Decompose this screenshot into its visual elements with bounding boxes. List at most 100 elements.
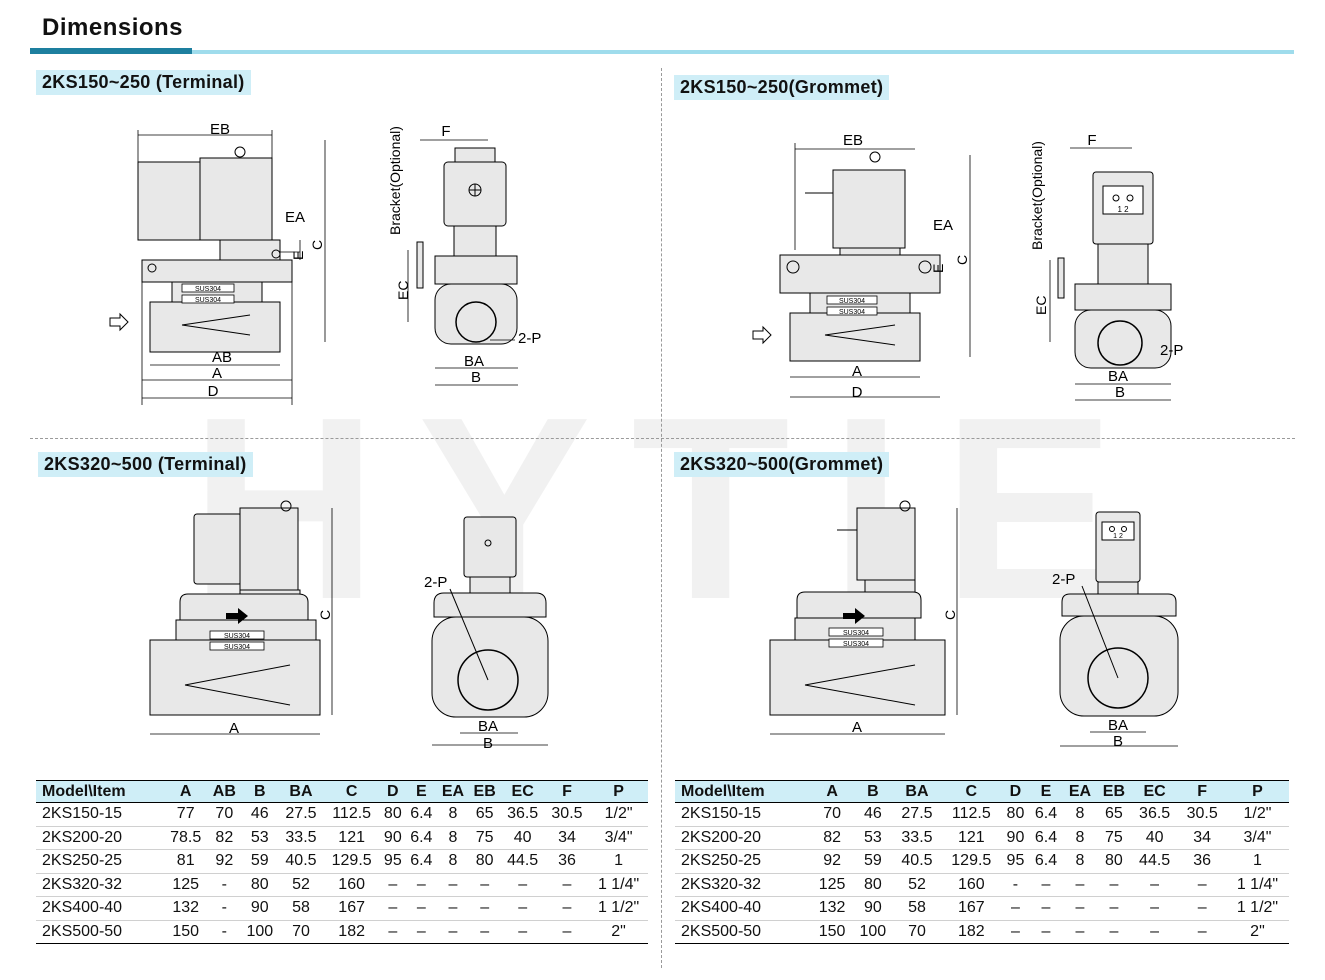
value-cell: 36.5 — [500, 802, 545, 827]
model-cell: 2KS400-40 — [36, 896, 164, 921]
value-cell: 58 — [893, 896, 941, 921]
value-cell: 8 — [437, 802, 469, 827]
port-label-2p: 2-P — [424, 574, 447, 591]
model-cell: 2KS320-32 — [675, 873, 812, 897]
value-cell: 82 — [207, 826, 241, 850]
dim-label-b: B — [483, 735, 493, 752]
dim-label-ba: BA — [464, 353, 484, 370]
model-cell: 2KS250-25 — [675, 849, 812, 874]
value-cell: – — [1001, 920, 1030, 944]
value-cell: 95 — [380, 849, 406, 874]
value-cell: 160 — [940, 873, 1002, 897]
dim-label-ba: BA — [478, 718, 498, 735]
value-cell: - — [207, 920, 241, 944]
section-label-terminal-small: 2KS150~250 (Terminal) — [36, 70, 251, 95]
value-cell: 1/2" — [589, 802, 648, 827]
column-header: D — [380, 780, 406, 803]
model-cell: 2KS150-15 — [675, 802, 812, 827]
column-header: AB — [207, 780, 241, 803]
column-header: B — [852, 780, 894, 803]
value-cell: 8 — [1062, 826, 1097, 850]
value-cell: 8 — [437, 849, 469, 874]
value-cell: 75 — [468, 826, 501, 850]
value-cell: 70 — [893, 920, 941, 944]
column-header: P — [1225, 780, 1289, 803]
sus-label: SUS304 — [843, 641, 869, 648]
column-header: P — [589, 780, 648, 803]
title-underline — [192, 50, 1294, 54]
dim-label-e: E — [930, 264, 946, 273]
value-cell: 33.5 — [893, 826, 941, 850]
value-cell: - — [207, 896, 241, 921]
dim-label-b: B — [1113, 733, 1123, 750]
value-cell: – — [468, 920, 501, 944]
value-cell: 59 — [240, 849, 279, 874]
column-header: EB — [1096, 780, 1131, 803]
value-cell: 1 — [1225, 849, 1289, 874]
value-cell: 36 — [544, 849, 590, 874]
model-cell: 2KS200-20 — [675, 826, 812, 850]
watermark: HYTIE — [190, 364, 1156, 654]
value-cell: 182 — [940, 920, 1002, 944]
value-cell: 70 — [811, 802, 853, 827]
port-label-2p: 2-P — [1160, 342, 1183, 359]
model-cell: 2KS200-20 — [36, 826, 164, 850]
dim-label-b: B — [1115, 384, 1125, 401]
value-cell: – — [500, 873, 545, 897]
value-cell: – — [1029, 896, 1063, 921]
value-cell: 121 — [940, 826, 1002, 850]
value-cell: 8 — [1062, 849, 1097, 874]
value-cell: 52 — [893, 873, 941, 897]
dim-label-ba: BA — [1108, 368, 1128, 385]
dim-label-f: F — [441, 123, 450, 140]
dim-label-c: C — [317, 610, 333, 620]
value-cell: – — [468, 896, 501, 921]
value-cell: 40.5 — [278, 849, 324, 874]
sus-label: SUS304 — [839, 298, 865, 305]
value-cell: 3/4" — [589, 826, 648, 850]
value-cell: – — [544, 896, 590, 921]
value-cell: – — [1130, 920, 1179, 944]
value-cell: 77 — [163, 802, 208, 827]
value-cell: 1 1/4" — [1225, 873, 1289, 897]
value-cell: 70 — [207, 802, 241, 827]
value-cell: – — [437, 873, 469, 897]
dim-label-f: F — [1087, 132, 1096, 149]
value-cell: – — [544, 873, 590, 897]
terminal-small-front-view-drawing: Bracket(Optional) F EC 2-P BA B — [387, 123, 541, 386]
value-cell: 80 — [852, 873, 894, 897]
value-cell: 125 — [811, 873, 853, 897]
dim-label-b: B — [471, 369, 481, 386]
value-cell: 6.4 — [1029, 802, 1063, 827]
value-cell: – — [1062, 920, 1097, 944]
dim-label-ea: EA — [933, 217, 953, 234]
value-cell: – — [1029, 920, 1063, 944]
model-cell: 2KS400-40 — [675, 896, 812, 921]
value-cell: 2" — [1225, 920, 1289, 944]
value-cell: 160 — [323, 873, 381, 897]
pin-label: 1 2 — [1113, 533, 1123, 540]
value-cell: 1/2" — [1225, 802, 1289, 827]
column-header: F — [544, 780, 590, 803]
value-cell: – — [468, 873, 501, 897]
value-cell: 132 — [163, 896, 208, 921]
value-cell: – — [1178, 920, 1226, 944]
value-cell: – — [380, 873, 406, 897]
value-cell: 6.4 — [405, 849, 438, 874]
sus-label: SUS304 — [224, 644, 250, 651]
value-cell: 80 — [1001, 802, 1030, 827]
value-cell: – — [1130, 873, 1179, 897]
value-cell: 129.5 — [940, 849, 1002, 874]
grommet-small-front-view-drawing: 1 2 Bracket(Optional) F EC 2-P BA B — [1029, 132, 1183, 401]
dim-label-a: A — [229, 720, 239, 737]
